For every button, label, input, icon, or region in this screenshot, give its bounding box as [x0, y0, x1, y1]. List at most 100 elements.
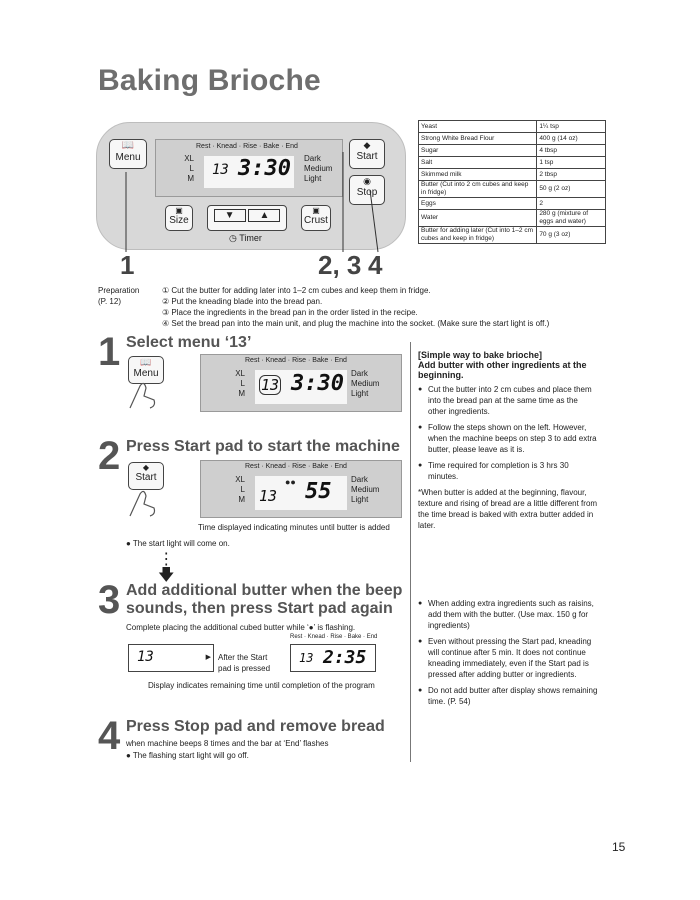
step-3-stages: Rest · Knead · Rise · Bake · End: [290, 634, 378, 640]
step-1-title: Select menu ‘13’: [126, 334, 252, 351]
preparation-list: ① Cut the butter for adding later into 1…: [162, 285, 682, 329]
ingredient-amount: 1¼ tsp: [536, 120, 606, 133]
callout-2-3: 2, 3: [318, 250, 362, 280]
ingredient-name: Yeast: [417, 120, 538, 133]
step-1-crusts: Dark Medium Light: [351, 369, 379, 399]
down-arrow-icon: ⋮🡇: [158, 551, 175, 584]
s1-size-xl: XL: [235, 369, 245, 378]
step-3-number: 3: [98, 578, 121, 622]
crust-icon: ▣: [312, 206, 320, 215]
ingredient-name: Water: [417, 209, 538, 227]
time-readout: 3:30: [238, 156, 291, 181]
crust-button[interactable]: ▣ Crust: [301, 205, 331, 231]
step-4-number: 4: [98, 714, 121, 758]
menu-number: 13: [212, 162, 229, 178]
simple-bullet-3: Time required for completion is 3 hrs 30…: [418, 460, 598, 482]
step-4-note: ● The flashing start light will go off.: [126, 751, 249, 760]
arrow-icon: ▶: [205, 654, 211, 661]
step-4-note-text: The flashing start light will go off.: [132, 751, 249, 760]
step-2-start-label: Start: [135, 472, 157, 483]
crust-dark: Dark: [304, 154, 321, 163]
step-2-screen: [255, 476, 347, 510]
step-3-title-1: Add additional butter when the beep: [126, 582, 403, 599]
step-2-sizes: XL L M: [227, 475, 245, 505]
prep-item-1: ① Cut the butter for adding later into 1…: [162, 286, 431, 295]
size-indicators: XL L M: [176, 154, 194, 184]
step-1-number: 1: [98, 330, 121, 374]
ingredient-name: Eggs: [417, 197, 538, 210]
ingredient-amount: 400 g (14 oz): [536, 132, 606, 145]
preparation-ref: (P. 12): [98, 297, 121, 306]
step-2-title: Press Start pad to start the machine: [126, 438, 400, 455]
menu-button-label: Menu: [115, 152, 141, 163]
s2-size-l: L: [240, 485, 245, 494]
step-2-crusts: Dark Medium Light: [351, 475, 379, 505]
s2-crust-medium: Medium: [351, 485, 380, 494]
book-icon: 📖: [140, 357, 152, 367]
step-3-before-number: 13: [137, 649, 154, 665]
start-icon: ◆: [142, 463, 150, 472]
size-button-label: Size: [169, 215, 189, 226]
extra-notes-section: When adding extra ingredients such as ra…: [418, 598, 598, 712]
start-button-label: Start: [356, 151, 378, 162]
simple-way-section: [Simple way to bake brioche] Add butter …: [418, 350, 598, 531]
control-panel: 📖 Menu Rest · Knead · Rise · Bake · End …: [96, 122, 406, 250]
start-icon: ◆: [363, 140, 371, 150]
ingredient-amount: 50 g (2 oz): [536, 180, 606, 198]
simple-way-note: *When butter is added at the beginning, …: [418, 488, 598, 530]
timer-label: ◷ Timer: [229, 233, 262, 243]
stop-button-label: Stop: [356, 187, 378, 198]
stages-label: Rest · Knead · Rise · Bake · End: [196, 143, 298, 150]
s1-crust-medium: Medium: [351, 379, 380, 388]
step-2-start-button: ◆ Start: [128, 462, 164, 490]
stop-icon: ◉: [363, 176, 371, 186]
step-2-display: Rest · Knead · Rise · Bake · End XL L M …: [200, 460, 402, 518]
step-1-display: Rest · Knead · Rise · Bake · End XL L M …: [200, 354, 402, 412]
s2-size-xl: XL: [235, 475, 245, 484]
ingredient-name: Skimmed milk: [417, 168, 538, 181]
s1-crust-light: Light: [351, 389, 369, 398]
prep-item-3: ③ Place the ingredients in the bread pan…: [162, 308, 418, 317]
crust-button-label: Crust: [304, 215, 328, 226]
step-2-caption: Time displayed indicating minutes until …: [198, 523, 390, 532]
ingredient-name: Strong White Bread Flour: [417, 132, 538, 145]
callout-lines: [125, 152, 379, 253]
step-3-time: 2:35: [323, 647, 367, 668]
step-2-stages: Rest · Knead · Rise · Bake · End: [245, 463, 347, 470]
ingredient-amount: 2 tbsp: [536, 168, 606, 181]
step-1-sizes: XL L M: [227, 369, 245, 399]
timer-up-button[interactable]: ▲: [248, 209, 281, 222]
ingredient-amount: 1 tsp: [536, 156, 606, 169]
menu-button[interactable]: 📖 Menu: [109, 139, 147, 169]
start-button[interactable]: ◆ Start: [349, 139, 385, 169]
s2-crust-dark: Dark: [351, 475, 368, 484]
crust-light: Light: [304, 174, 322, 183]
ingredient-name: Butter for adding later (Cut into 1–2 cm…: [417, 226, 538, 244]
ingredient-amount: 2: [536, 197, 606, 210]
panel-display: Rest · Knead · Rise · Bake · End XL L M …: [155, 139, 343, 197]
step-3-title-2: sounds, then press Start pad again: [126, 600, 393, 617]
step-2-note: ● The start light will come on.: [126, 539, 230, 548]
simple-bullet-1: Cut the butter into 2 cm cubes and place…: [418, 384, 598, 417]
timer-buttons: ▼ ▲: [207, 205, 287, 231]
s2-size-m: M: [238, 495, 245, 504]
size-button[interactable]: ▣ Size: [165, 205, 193, 231]
simple-way-subheading: Add butter with other ingredients at the…: [418, 360, 587, 380]
timer-down-button[interactable]: ▼: [213, 209, 246, 222]
page-title: Baking Brioche: [98, 64, 321, 97]
callout-4: 4: [368, 250, 383, 280]
stop-button[interactable]: ◉ Stop: [349, 175, 385, 205]
callout-1: 1: [120, 250, 135, 280]
s2-crust-light: Light: [351, 495, 369, 504]
step-3-caption: Display indicates remaining time until c…: [148, 681, 375, 690]
step-3-after-number: 13: [299, 651, 314, 665]
hand-icon: [129, 490, 156, 517]
step-1-menu-number: 13: [259, 375, 282, 395]
ingredient-row: Butter for adding later (Cut into 1–2 cm…: [417, 226, 606, 244]
preparation-label: Preparation (P. 12): [98, 285, 139, 307]
ingredient-name: Butter (Cut into 2 cm cubes and keep in …: [417, 180, 538, 198]
